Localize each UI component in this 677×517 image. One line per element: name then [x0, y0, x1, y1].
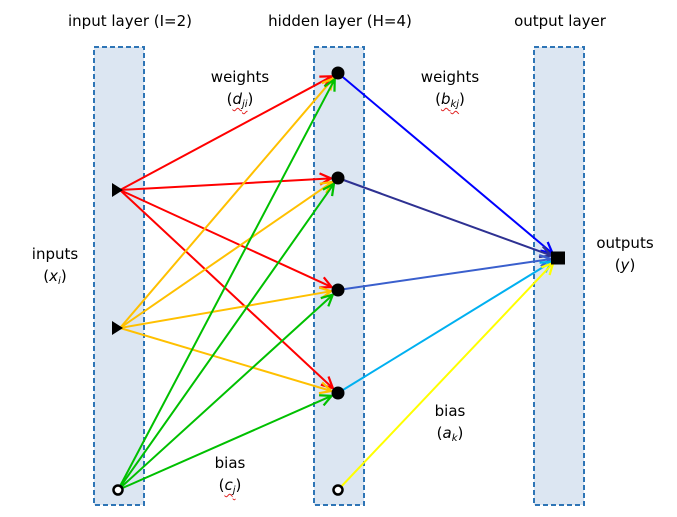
outputs-label: outputs (y) [585, 232, 665, 276]
input-layer-title: input layer (I=2) [68, 12, 192, 30]
edge-x2-to-h1 [119, 78, 333, 329]
weights-d-word: weights [210, 68, 270, 86]
edge-h2-to-y [337, 177, 551, 256]
edge-bias_in-to-h1 [117, 79, 335, 491]
edge-h1-to-y [337, 72, 553, 253]
output-layer-box [533, 46, 585, 506]
output-layer-title: output layer [514, 12, 606, 30]
edge-bias_in-to-h4 [117, 396, 332, 491]
weights-d-symbol: (dji) [226, 90, 254, 110]
input-layer-box [93, 46, 145, 506]
edge-x2-to-h4 [119, 327, 331, 391]
edge-h4-to-y [337, 262, 552, 394]
weights-b-symbol: (bkj) [435, 90, 465, 110]
outputs-symbol: (y) [614, 256, 636, 274]
hidden-node-h2 [331, 171, 345, 185]
edge-bias_in-to-h3 [117, 295, 333, 491]
inputs-symbol: (xi) [43, 267, 67, 287]
output-node-y [551, 251, 565, 265]
bias-a-symbol: (ak) [436, 424, 464, 444]
weights-b-word: weights [420, 68, 480, 86]
inputs-word: inputs [31, 245, 79, 263]
weights-d-label: weights (dji) [190, 66, 290, 116]
hidden-node-h1 [331, 66, 345, 80]
input-node-x2 [112, 321, 123, 335]
bias-c-word: bias [214, 454, 246, 472]
edge-x1-to-h1 [119, 76, 332, 191]
bias-node-bias_in [112, 484, 124, 496]
bias-a-word: bias [434, 402, 466, 420]
edge-x1-to-h4 [119, 189, 333, 388]
hidden-node-h3 [331, 283, 345, 297]
bias-node-bias_hid [332, 484, 344, 496]
edge-bias_in-to-h2 [117, 184, 334, 491]
hidden-node-h4 [331, 386, 345, 400]
input-node-x1 [112, 183, 123, 197]
edge-x1-to-h2 [119, 178, 331, 191]
bias-c-label: bias (cj) [190, 452, 270, 502]
hidden-layer-box [313, 46, 365, 506]
edge-bias_hid-to-y [337, 263, 553, 491]
edge-x2-to-h2 [119, 182, 332, 329]
edge-x2-to-h3 [119, 291, 331, 329]
edge-x1-to-h3 [119, 189, 332, 287]
edge-h3-to-y [337, 259, 551, 291]
bias-a-label: bias (ak) [410, 400, 490, 450]
outputs-word: outputs [596, 234, 654, 252]
hidden-layer-title: hidden layer (H=4) [268, 12, 412, 30]
weights-b-label: weights (bkj) [400, 66, 500, 116]
bias-c-symbol: (cj) [218, 476, 242, 496]
inputs-label: inputs (xi) [20, 243, 90, 293]
